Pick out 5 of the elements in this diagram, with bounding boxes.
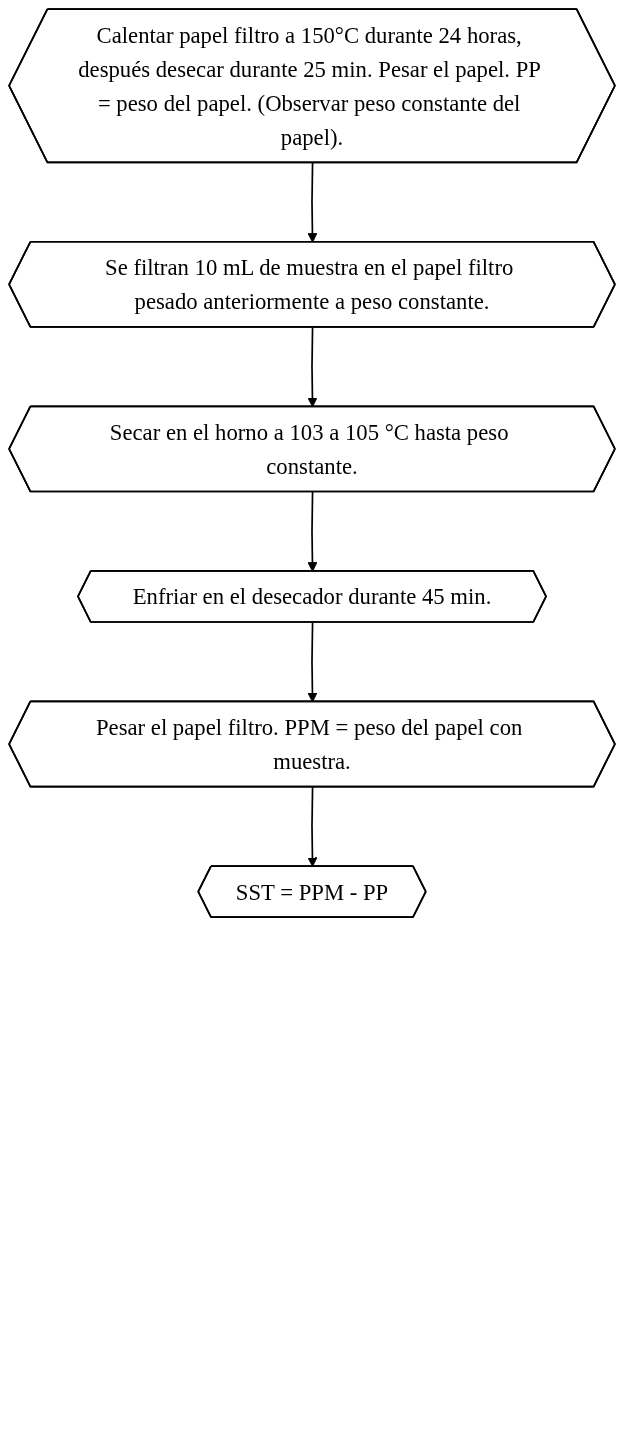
arrow bbox=[307, 162, 318, 243]
arrow bbox=[307, 491, 318, 572]
arrow bbox=[307, 326, 318, 408]
arrow bbox=[307, 621, 318, 703]
arrow bbox=[307, 786, 318, 868]
